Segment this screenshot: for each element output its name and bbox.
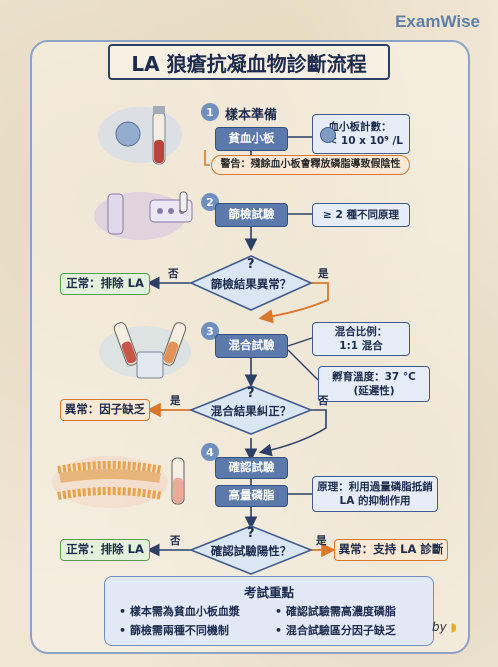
summary-title: 考試重點 <box>243 585 294 600</box>
platelet-count-label: 血小板計數： <box>328 120 392 133</box>
summary-item: 篩檢需兩種不同機制 <box>119 622 229 638</box>
screening-no-label: 否 <box>168 268 179 280</box>
phospholipid-membrane-illustration <box>52 456 185 508</box>
step-1-title: 樣本準備 <box>225 108 278 123</box>
principle-line-1: 原理：利用過量磷脂抵銷 <box>317 480 433 493</box>
high-phospholipid-box: 高量磷脂 <box>215 485 288 507</box>
mixing-diamond <box>188 385 314 435</box>
confirm-question: 確認試驗陽性？ <box>210 544 292 558</box>
mixing-ratio-label: 混合比例： <box>334 325 388 338</box>
platelet-count-note: 血小板計數： < 10 x 10⁹ /L <box>312 114 410 154</box>
summary-item: 樣本需為貧血小板血漿 <box>119 603 240 619</box>
warning-badge: 警告：殘餘血小板會釋放磷脂導致假陰性 <box>211 155 410 175</box>
mixing-tubes-illustration <box>99 322 191 379</box>
screening-plate-illustration <box>94 191 193 240</box>
platelet-poor-box: 貧血小板 <box>215 127 288 151</box>
exam-summary-box: 考試重點 樣本需為貧血小板血漿 確認試驗需高濃度磷脂 篩檢需兩種不同機制 混合試… <box>104 576 434 646</box>
incubation-note: 孵育溫度：37 °C (延遲性) <box>318 366 430 402</box>
mixing-question-mark: ? <box>247 386 255 401</box>
mixing-question: 混合結果糾正？ <box>210 404 292 418</box>
screening-question-mark: ? <box>247 257 255 272</box>
mixing-ratio-note: 混合比例： 1:1 混合 <box>312 322 410 356</box>
step-1-number: 1 <box>201 103 219 121</box>
page-title: LA 狼瘡抗凝血物診斷流程 <box>108 44 390 80</box>
screening-diamond <box>189 255 313 311</box>
screening-box: 篩檢試驗 <box>215 203 288 227</box>
confirm-box: 確認試驗 <box>215 457 288 479</box>
platelet-count-value: < 10 x 10⁹ /L <box>328 135 403 147</box>
screening-question: 篩檢結果異常？ <box>210 277 292 291</box>
confirm-diamond <box>188 525 314 575</box>
normal-exclude-la-1: 正常：排除 LA <box>60 273 150 295</box>
confirm-no-label: 否 <box>170 535 181 547</box>
signature: by ◗ <box>432 620 457 634</box>
principle-note: 原理：利用過量磷脂抵銷 LA 的抑制作用 <box>312 476 438 512</box>
mixing-yes-label: 是 <box>170 395 181 407</box>
incubation-delay: (延遲性) <box>353 385 395 397</box>
normal-exclude-la-2: 正常：排除 LA <box>60 539 150 561</box>
confirm-yes-label: 是 <box>316 535 327 547</box>
blood-tube-illustration <box>98 106 182 165</box>
mixing-box: 混合試驗 <box>215 334 288 358</box>
incubation-label: 孵育溫度：37 °C <box>332 370 416 383</box>
platelet-icon <box>320 127 336 143</box>
summary-item: 確認試驗需高濃度磷脂 <box>275 603 396 619</box>
principle-line-2: LA 的抑制作用 <box>339 495 411 507</box>
mixing-ratio-value: 1:1 混合 <box>339 340 383 352</box>
banana-icon: ◗ <box>450 620 457 634</box>
step-2-number: 2 <box>201 193 219 211</box>
abnormal-factor-deficiency: 異常：因子缺乏 <box>60 399 150 421</box>
step-3-number: 3 <box>201 322 219 340</box>
brand-logo: ExamWise <box>395 12 480 31</box>
screening-yes-label: 是 <box>318 268 329 280</box>
screening-principles-note: ≥ 2 種不同原理 <box>312 203 410 227</box>
signature-text: by <box>432 620 447 634</box>
step-4-number: 4 <box>201 443 219 461</box>
confirm-question-mark: ? <box>247 526 255 541</box>
summary-item: 混合試驗區分因子缺乏 <box>275 622 396 638</box>
abnormal-support-la: 異常：支持 LA 診斷 <box>334 539 448 561</box>
mixing-no-label: 否 <box>318 395 329 407</box>
